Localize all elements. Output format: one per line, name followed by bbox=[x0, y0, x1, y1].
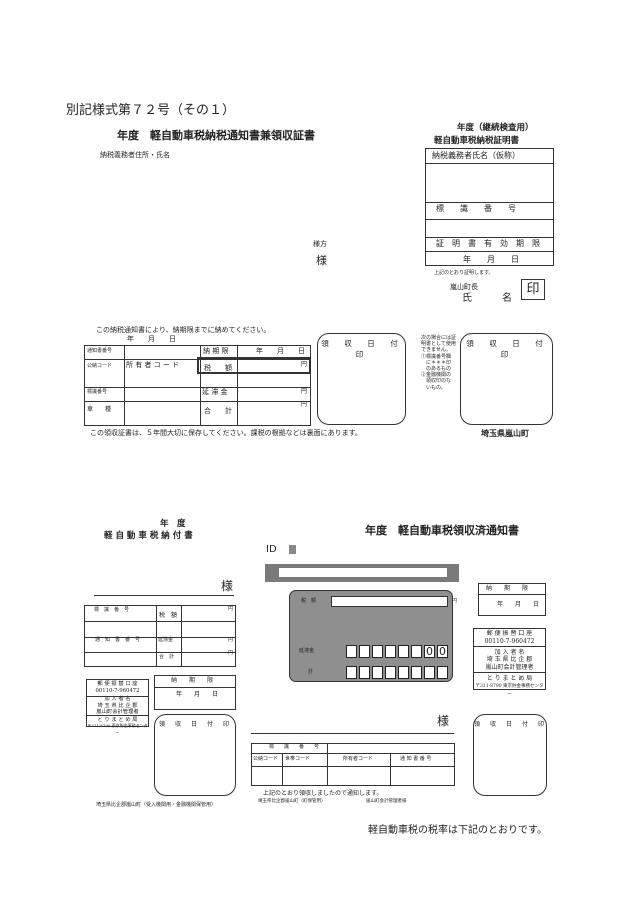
town-name: 埼玉県嵐山町 bbox=[481, 429, 529, 438]
cert-title2: 軽自動車税納税証明書 bbox=[434, 136, 520, 146]
entai-digit bbox=[411, 645, 422, 658]
slip-nouki-box bbox=[154, 675, 236, 710]
receipt2-col2: 世帯コード bbox=[285, 756, 311, 762]
notice-title: 年度 軽自動車税納税通知書兼領収証書 bbox=[117, 129, 315, 142]
total-digit bbox=[398, 666, 409, 679]
slip-nouki-label: 納 期 限 bbox=[171, 677, 214, 684]
intro-text: この納税通知書により、納期限までに納めてください。 bbox=[96, 326, 271, 334]
entai-label: 延 滞 金 bbox=[202, 388, 228, 396]
zeigaku-field bbox=[331, 596, 448, 607]
receipt2-footer2: 嵐山町会計管理者様 bbox=[366, 799, 407, 804]
slip-date-value: 年 月 日 bbox=[176, 691, 219, 698]
gray-band bbox=[265, 564, 459, 582]
receipt2-bank-box: 郵 便 振 替 口 座 00110-7-960472 加 入 者 名 埼 玉 県… bbox=[473, 628, 546, 697]
entai-digit bbox=[346, 645, 357, 658]
cert-box bbox=[425, 148, 554, 266]
yen1: 円 bbox=[301, 361, 308, 368]
r2-label: 公納コード bbox=[87, 363, 113, 369]
entai-digit: 0 bbox=[437, 645, 448, 658]
slip-yen1: 円 bbox=[228, 606, 234, 612]
total-digit bbox=[372, 666, 383, 679]
slip-plate-label: 標 識 番 号 bbox=[94, 607, 130, 613]
nouki-label: 納 期 限 bbox=[203, 347, 229, 355]
slip-notice-label: 通 知 書 番 号 bbox=[95, 637, 141, 643]
receipt2-kei: 計 bbox=[308, 669, 314, 675]
cert-valid-label: 証 明 書 有 効 期 限 bbox=[436, 239, 540, 248]
receipt2-plate-label: 標 識 番 号 bbox=[269, 744, 320, 750]
sama: 様 bbox=[316, 254, 327, 267]
owner-code-label: 所 有 者 コ ー ド bbox=[126, 361, 180, 369]
receipt2-nouki-box bbox=[478, 583, 546, 616]
r3-label: 標識番号 bbox=[87, 389, 108, 395]
entai-digit bbox=[385, 645, 396, 658]
receipt2-col4: 通 知 書 番 号 bbox=[400, 756, 432, 762]
receipt2-zeigaku: 税 額 bbox=[301, 598, 317, 604]
slip-footer: 埼玉県比企郡嵐山町（受入機関用・金融機関保管用） bbox=[96, 802, 217, 808]
receipt2-stamp-box: 領 収 日 付 印 bbox=[473, 714, 547, 796]
zeigaku-label: 税 額 bbox=[204, 364, 232, 372]
slip-entai: 延滞金 bbox=[158, 637, 174, 643]
cert-valid-value: 年 月 日 bbox=[463, 255, 519, 264]
receipt-stamp-box-1: 領 収 日 付 印 bbox=[317, 333, 409, 425]
seal-box: 印 bbox=[521, 279, 545, 300]
shimei-label: 氏 名 bbox=[462, 293, 512, 304]
total-digit bbox=[437, 666, 448, 679]
entai-digit bbox=[372, 645, 383, 658]
received-note: 上記のとおり領収しましたので通知します。 bbox=[263, 790, 383, 797]
slip-goukei: 合 計 bbox=[159, 654, 175, 660]
slip-title1: 年 度 bbox=[160, 519, 186, 529]
mid-note: 次の場合には証明書として使用できません。 ①標識番号欄 に＊＊＊印 のあるもの … bbox=[421, 335, 457, 391]
total-digit bbox=[385, 666, 396, 679]
cert-title1: 年度（継続検査用） bbox=[457, 123, 534, 133]
cert-name-label: 納税義務者氏名（仮称） bbox=[432, 151, 520, 160]
r4-label: 車 種 bbox=[87, 406, 112, 413]
slip-title2: 軽 自 動 車 税 納 付 書 bbox=[104, 531, 193, 541]
receipt2-col1: 公納コード bbox=[253, 756, 279, 762]
receipt2-sama: 様 bbox=[437, 714, 450, 728]
intro-date: 年 月 日 bbox=[127, 335, 176, 343]
r1-label: 通知書番号 bbox=[87, 348, 113, 354]
slip-bank-box: 郵 便 振 替 口 座 00110-7-960472 加 入 者 名 埼 玉 県… bbox=[86, 679, 149, 735]
bottom-note: 軽自動車税の税率は下記のとおりです。 bbox=[368, 825, 547, 836]
entai-digit bbox=[359, 645, 370, 658]
receipt2-table bbox=[251, 743, 455, 786]
entai-digit: 0 bbox=[424, 645, 435, 658]
slip-sama: 様 bbox=[221, 579, 234, 593]
slip-zeigaku: 税 額 bbox=[159, 612, 178, 619]
keep-note: この領収証書は、５年間大切に保存してください。課税の根拠などは裏面にあります。 bbox=[90, 429, 362, 437]
receipt2-entai: 延滞金 bbox=[299, 648, 315, 654]
total-digit bbox=[411, 666, 422, 679]
receipt2-footer1: 埼玉県比企郡嵐山町（町保管用） bbox=[258, 799, 326, 804]
zeigaku-highlight bbox=[197, 357, 311, 374]
slip-table bbox=[84, 605, 236, 667]
receipt2-title: 年度 軽自動車税領収済通知書 bbox=[365, 524, 519, 537]
mayor-label: 嵐山町長 bbox=[450, 283, 478, 291]
total-digit bbox=[424, 666, 435, 679]
receipt2-name-line bbox=[251, 733, 454, 734]
slip-yen3: 円 bbox=[228, 650, 234, 656]
entai-digit bbox=[398, 645, 409, 658]
receipt2-date-value: 年 月 日 bbox=[497, 601, 540, 608]
total-digit bbox=[346, 666, 357, 679]
slip-name-line bbox=[94, 595, 234, 596]
receipt2-id-label: ID bbox=[266, 544, 277, 555]
nouki-value: 年 月 日 bbox=[256, 347, 305, 355]
cert-plate-label: 標 識 番 号 bbox=[436, 204, 516, 213]
yen3: 円 bbox=[301, 401, 308, 408]
sama-small: 様方 bbox=[313, 240, 327, 248]
form-label: 別記様式第７２号（その１） bbox=[66, 103, 236, 118]
receipt2-yen1: 円 bbox=[452, 598, 458, 604]
slip-receipt-stamp-box: 領 収 日 付 印 bbox=[154, 714, 236, 796]
slip-yen2: 円 bbox=[228, 637, 234, 643]
receipt2-col3: 所有者コード bbox=[343, 756, 374, 762]
receipt2-nouki-label: 納 期 限 bbox=[486, 585, 529, 592]
receipt-stamp-box-2: 領 収 日 付 印 bbox=[460, 333, 554, 425]
proof-note: 上記のとおり証明します。 bbox=[434, 270, 494, 276]
yen2: 円 bbox=[301, 388, 308, 395]
taxpayer-label: 納税義務者住所・氏名 bbox=[100, 151, 170, 159]
total-digit bbox=[359, 666, 370, 679]
id-value-box bbox=[289, 545, 296, 554]
goukei-label: 合 計 bbox=[204, 407, 232, 415]
